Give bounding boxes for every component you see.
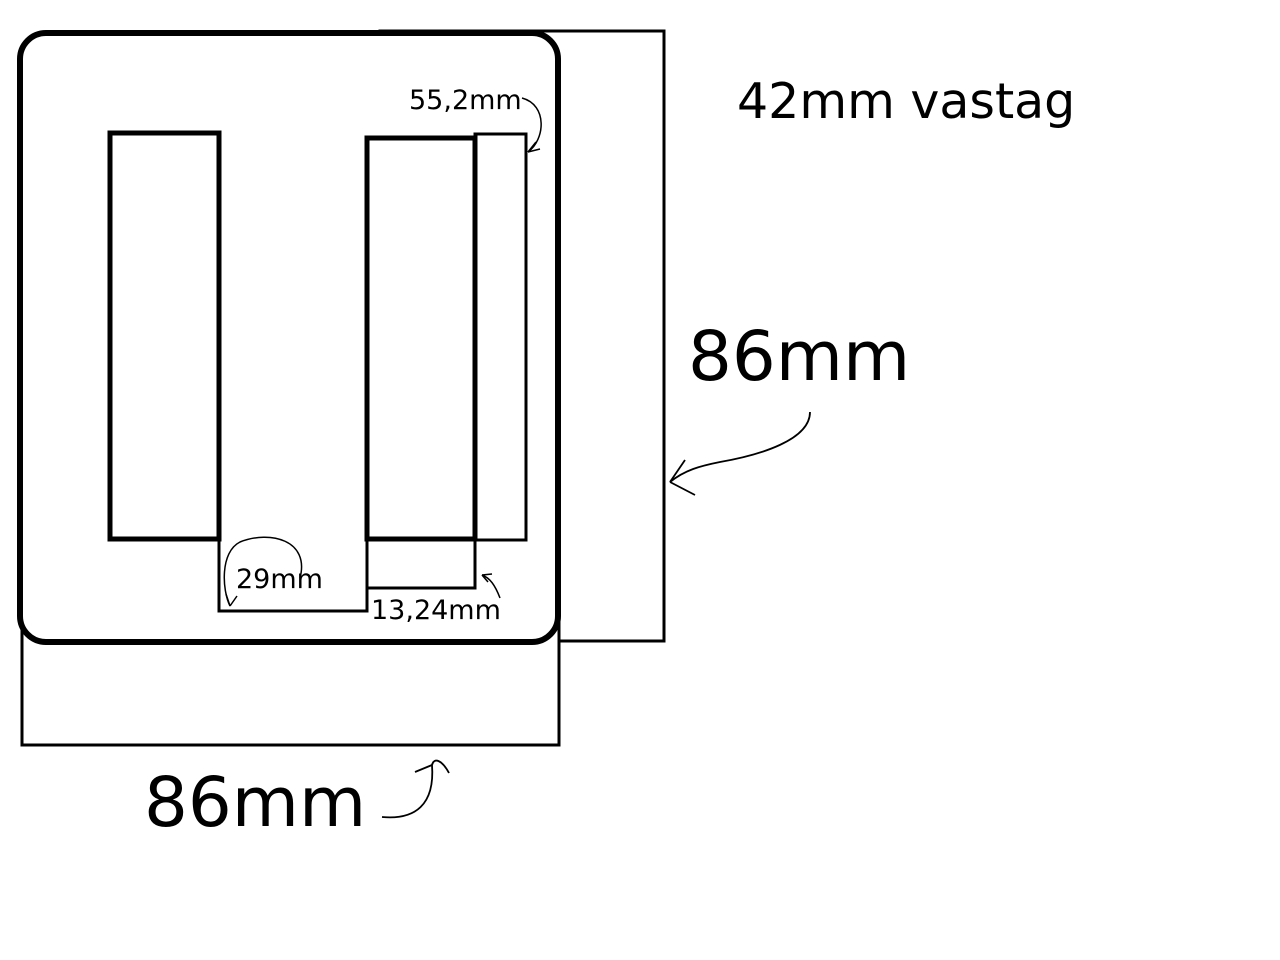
thickness-label: 42mm vastag: [737, 73, 1075, 130]
arrow-86mm-width: [381, 759, 450, 819]
arrow-13-24mm: [481, 573, 501, 599]
outer-leg-strip: [473, 132, 528, 542]
left-window: [107, 130, 222, 542]
arrow-55-2mm: [521, 97, 542, 153]
height-label: 86mm: [688, 317, 910, 397]
window-width-label: 29mm: [236, 564, 323, 595]
center-leg-block: [365, 537, 477, 590]
outer-leg-height-label: 55,2mm: [409, 85, 522, 116]
core-outline: [17, 30, 561, 645]
arrow-29mm: [223, 536, 303, 607]
width-label: 86mm: [144, 763, 366, 843]
arrow-86mm-height: [669, 411, 811, 496]
center-leg-width-label: 13,24mm: [371, 595, 501, 626]
